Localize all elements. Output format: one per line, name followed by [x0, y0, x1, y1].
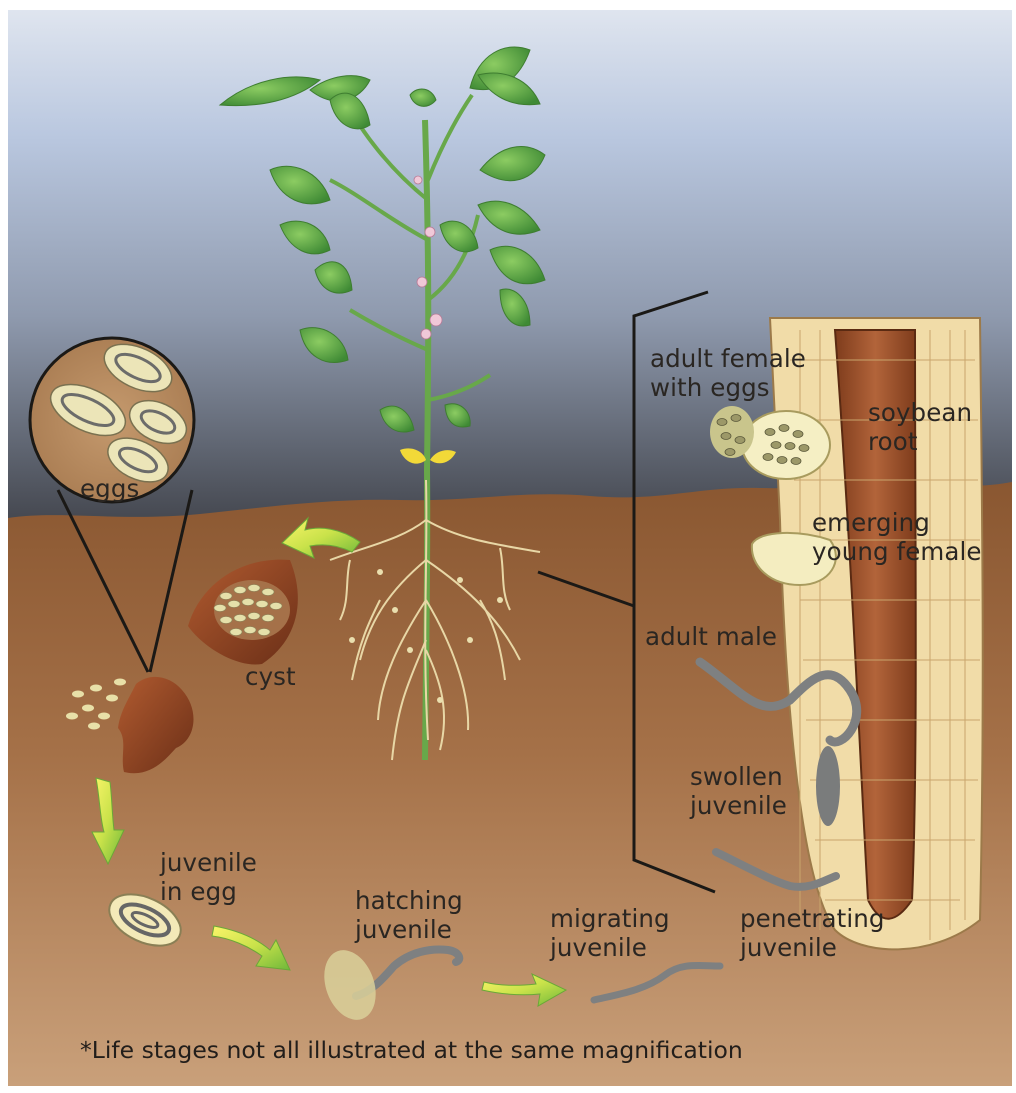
juvenile-in-egg-label: juvenile in egg [160, 848, 257, 906]
soybean-root-label: soybean root [868, 398, 972, 456]
emerging-young-female-label: emerging young female [812, 508, 982, 566]
eggs-label: eggs [80, 474, 139, 503]
hatching-juvenile-label: hatching juvenile [355, 886, 463, 944]
adult-male-label: adult male [645, 622, 777, 651]
cyst-label: cyst [245, 662, 296, 691]
swollen-juvenile [816, 746, 840, 826]
magnification-footnote: *Life stages not all illustrated at the … [80, 1036, 743, 1064]
penetrating-juvenile-label: penetrating juvenile [740, 904, 885, 962]
adult-female-label: adult female with eggs [650, 344, 806, 402]
swollen-juvenile-label: swollen juvenile [690, 762, 787, 820]
migrating-juvenile-label: migrating juvenile [550, 904, 670, 962]
